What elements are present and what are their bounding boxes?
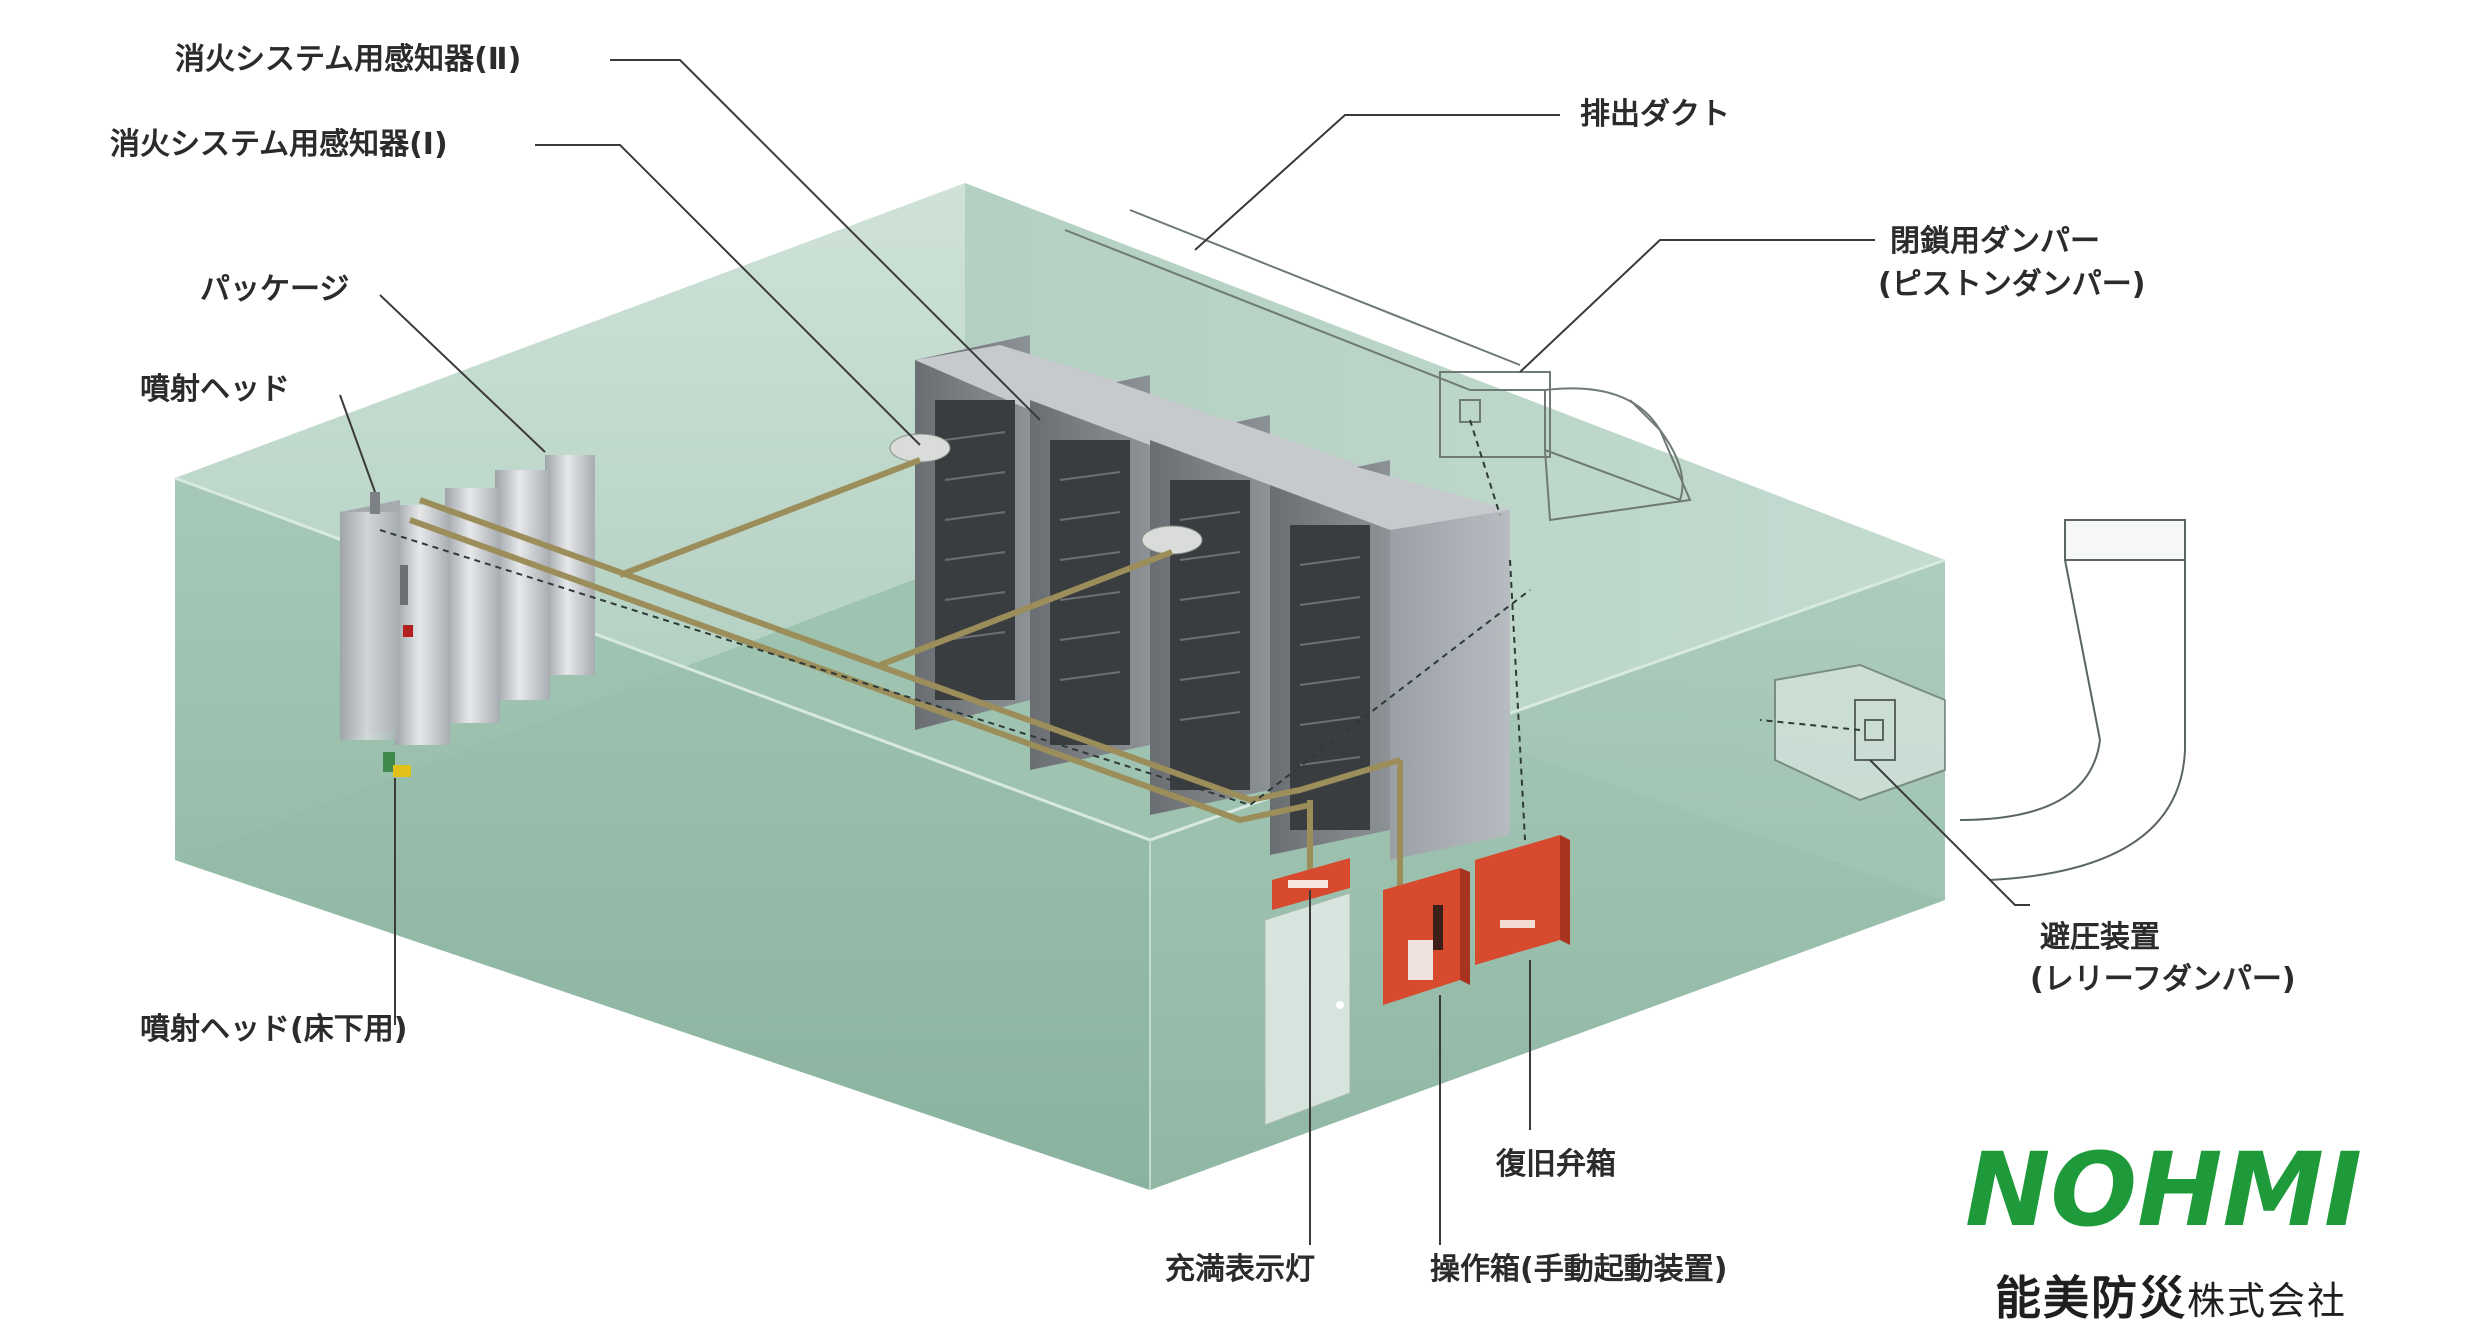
signal-wiring: [379, 419, 1861, 841]
label-indicator: 充満表示灯: [1165, 1252, 1315, 1287]
label-damper-2: (ピストンダンパー): [1878, 267, 2146, 302]
label-operation-box: 操作箱(手動起動装置): [1430, 1252, 1728, 1287]
label-relief-2: (レリーフダンパー): [2030, 962, 2296, 997]
company-name-main: 能美防災: [1995, 1271, 2187, 1325]
label-reset-box: 復旧弁箱: [1496, 1147, 1616, 1182]
nohmi-logo: NOHMI: [1965, 1131, 2362, 1250]
reset-valve-box: [1475, 835, 1570, 965]
relief-duct: [1774, 519, 2186, 881]
gas-package: [340, 455, 595, 777]
door: [1264, 892, 1351, 1126]
label-nozzle: 噴射ヘッド: [140, 372, 290, 407]
label-package: パッケージ: [200, 272, 350, 307]
company-name-suffix: 株式会社: [2187, 1279, 2348, 1323]
detector-2-device: [1141, 525, 1203, 555]
leader-lines: [339, 59, 2030, 1245]
detector-1-device: [889, 433, 951, 463]
operation-box: [1383, 868, 1470, 1005]
label-detector-1: 消火システム用感知器(Ⅰ): [110, 127, 448, 162]
brand-wordmark: NOHMI: [1965, 1131, 2362, 1250]
label-nozzle-floor: 噴射ヘッド(床下用): [140, 1012, 408, 1047]
label-relief-1: 避圧装置: [2040, 920, 2160, 955]
indicator-lamp: [1272, 858, 1350, 910]
label-exhaust-duct: 排出ダクト: [1580, 97, 1730, 132]
company-name: 能美防災株式会社: [1995, 1262, 2347, 1328]
label-detector-2: 消火システム用感知器(Ⅱ): [175, 42, 522, 77]
exhaust-duct: [1064, 209, 1692, 522]
piping: [408, 457, 1403, 890]
label-damper-1: 閉鎖用ダンパー: [1890, 224, 2100, 259]
